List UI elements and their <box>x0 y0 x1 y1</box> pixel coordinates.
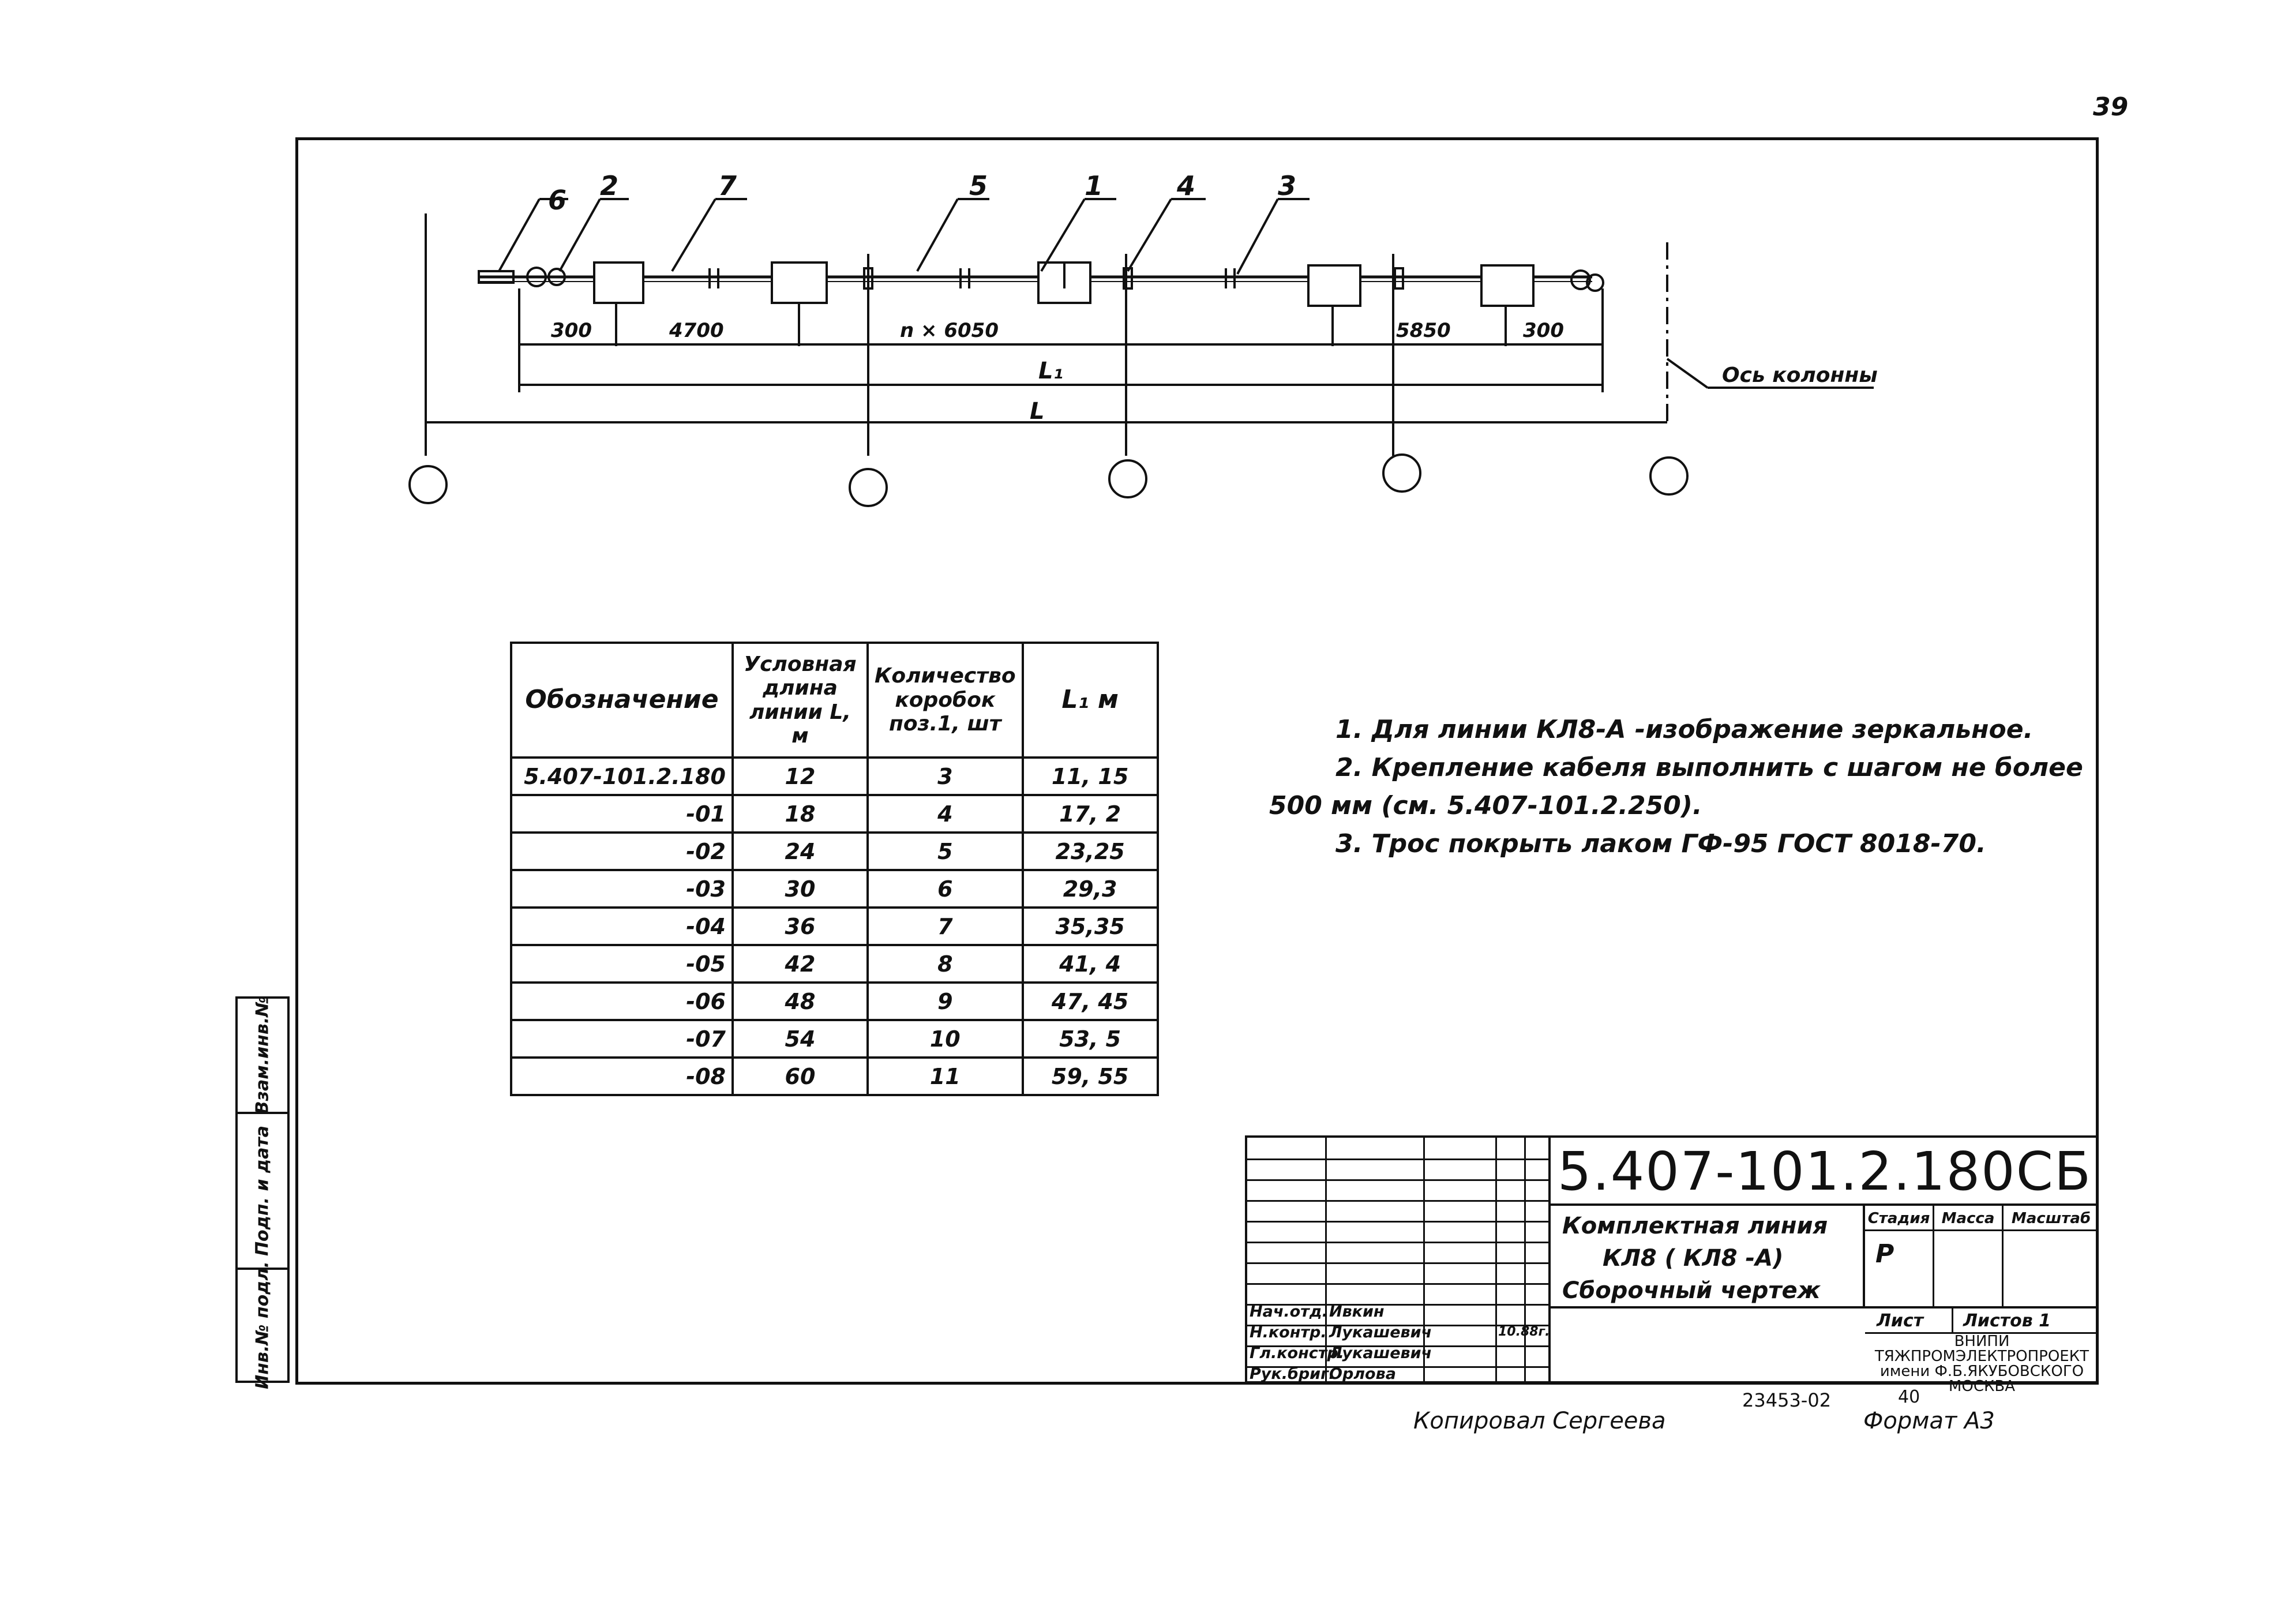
dimension-300-left: 300 <box>551 319 592 342</box>
junction-box <box>1480 264 1535 307</box>
column-marker <box>1108 459 1147 498</box>
stage-header: Стадия <box>1865 1206 1934 1231</box>
callout-4: 4 <box>1177 170 1196 201</box>
sig-role: Гл.констр. <box>1250 1344 1345 1362</box>
revision-grid: Нач.отд. Ивкин Н.контр. Лукашевич 10.88г… <box>1245 1135 1551 1383</box>
note-2: 2. Крепление кабеля выполнить с шагом не… <box>1335 753 2083 782</box>
table-header-row: Обозначение Условная длина линии L, м Ко… <box>510 642 1159 759</box>
dimension-pitch: n × 6050 <box>900 319 999 342</box>
dimension-l1: L₁ <box>1038 358 1064 384</box>
side-stamp-strip: Взам.инв.№ Подп. и дата Инв.№ подл. <box>235 996 290 1389</box>
drawing-frame <box>295 137 2099 1385</box>
junction-box <box>1307 264 1361 307</box>
note-1: 1. Для линии КЛ8-А -изображение зеркальн… <box>1335 715 2034 744</box>
sig-name: Ивкин <box>1329 1303 1385 1321</box>
header-designation: Обозначение <box>510 642 734 759</box>
junction-box <box>771 261 828 304</box>
page-number: 39 <box>2093 92 2129 122</box>
sig-role: Н.контр. <box>1250 1323 1327 1341</box>
column-marker <box>1382 453 1421 493</box>
specification-table: Обозначение Условная длина линии L, м Ко… <box>510 642 1159 1096</box>
archive-number: 23453-02 <box>1742 1389 1832 1411</box>
organization: ВНИПИ ТЯЖПРОМЭЛЕКТРОПРОЕКТ имени Ф.Б.ЯКУ… <box>1874 1333 2089 1395</box>
mass-value <box>1934 1231 2004 1308</box>
archive-sheet: 40 <box>1898 1387 1920 1407</box>
dimension-5850: 5850 <box>1396 319 1451 342</box>
drawing-title: Комплектная линия КЛ8 ( КЛ8 -А) Сборочны… <box>1551 1206 1865 1308</box>
callout-6: 6 <box>548 185 567 216</box>
notes: 1. Для линии КЛ8-А -изображение зеркальн… <box>1269 711 2083 863</box>
sig-name: Лукашевич <box>1329 1323 1432 1341</box>
column-marker <box>408 465 448 504</box>
dimension-300-right: 300 <box>1523 319 1564 342</box>
callout-1: 1 <box>1085 170 1104 201</box>
copied-by: Копировал Сергеева <box>1413 1408 1666 1434</box>
junction-box <box>593 261 644 304</box>
scale-header: Масштаб <box>2004 1206 2099 1231</box>
stage-value: Р <box>1865 1231 1934 1308</box>
callout-3: 3 <box>1278 170 1297 201</box>
callout-2: 2 <box>600 170 619 201</box>
sig-name: Орлова <box>1329 1365 1396 1383</box>
column-marker <box>849 468 888 507</box>
paper-format: Формат А3 <box>1863 1408 1995 1434</box>
dimension-4700: 4700 <box>669 319 724 342</box>
title-block-main: 5.407-101.2.180СБ Комплектная линия КЛ8 … <box>1551 1135 2099 1395</box>
scale-value <box>2004 1231 2099 1308</box>
callout-7: 7 <box>718 170 737 201</box>
stage-mass-scale: Стадия Масса Масштаб Р <box>1865 1206 2099 1308</box>
sig-date: 10.88г. <box>1498 1325 1550 1339</box>
header-l1: L₁ м <box>1021 642 1159 759</box>
side-cell-replace: Взам.инв.№ <box>238 996 287 1114</box>
sig-role: Нач.отд. <box>1250 1303 1328 1321</box>
dimension-l: L <box>1030 398 1045 425</box>
sig-name: Лукашевич <box>1329 1344 1432 1362</box>
sig-role: Рук.бриг. <box>1250 1365 1335 1383</box>
column-axis-label: Ось колонны <box>1722 363 1878 387</box>
header-box-count: Количество коробок поз.1, шт <box>866 642 1024 759</box>
callout-5: 5 <box>969 170 988 201</box>
mass-header: Масса <box>1934 1206 2004 1231</box>
document-code: 5.407-101.2.180СБ <box>1551 1138 2099 1206</box>
column-marker <box>1649 456 1689 496</box>
side-cell-signature: Подп. и дата <box>238 1114 287 1270</box>
turnbuckle-left <box>478 270 515 284</box>
title-block: Нач.отд. Ивкин Н.контр. Лукашевич 10.88г… <box>1245 1135 2099 1395</box>
sheet-label: Лист <box>1877 1311 1924 1331</box>
sheets-label: Листов 1 <box>1963 1311 2051 1331</box>
header-length: Условная длина линии L, м <box>731 642 869 759</box>
note-2-cont: 500 мм (см. 5.407-101.2.250). <box>1269 791 1702 820</box>
sheet-row: Лист Листов 1 <box>1865 1308 2099 1334</box>
note-3: 3. Трос покрыть лаком ГФ-95 ГОСТ 8018-70… <box>1335 829 1986 858</box>
